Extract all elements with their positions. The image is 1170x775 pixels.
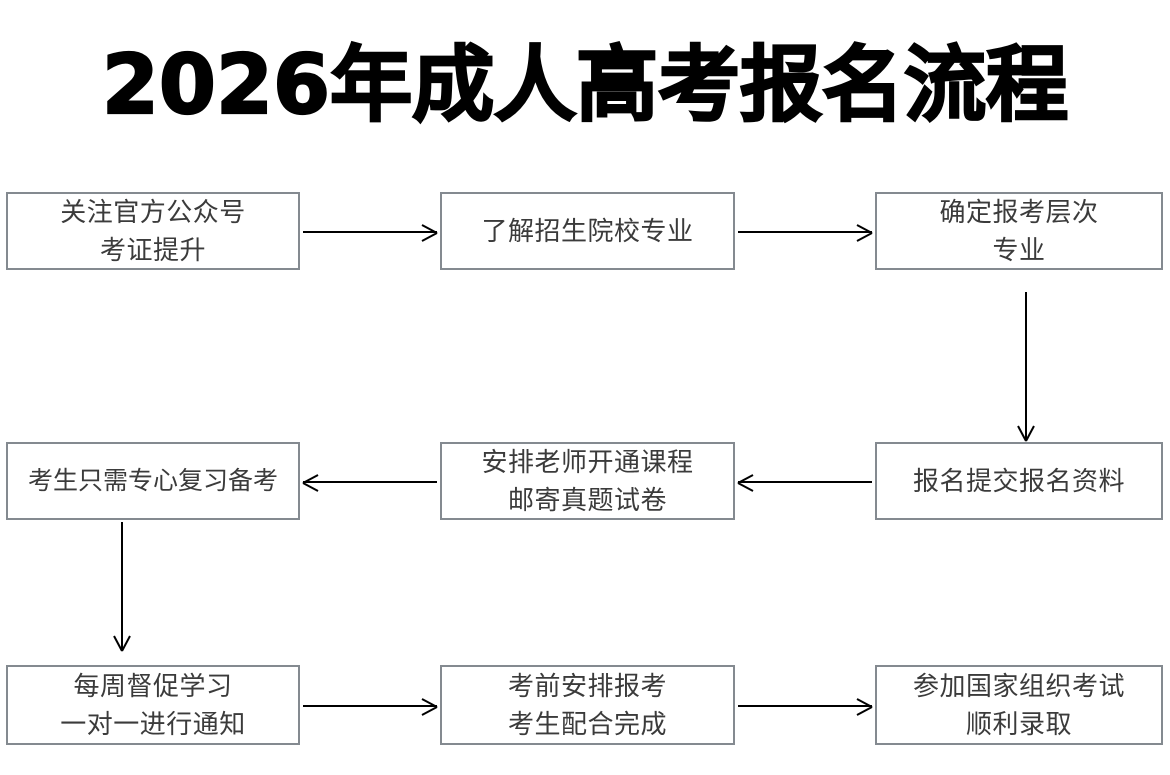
flow-node-n1-line-2: 考证提升 xyxy=(99,235,206,265)
flow-node-n9-line-2: 顺利录取 xyxy=(965,709,1072,739)
flow-node-n3-line-1: 确定报考层次 xyxy=(939,197,1099,227)
connector-shaft xyxy=(738,231,872,233)
flow-node-n7[interactable]: 每周督促学习 一对一进行通知 xyxy=(6,665,300,745)
flow-node-n3[interactable]: 确定报考层次 专业 xyxy=(875,192,1163,270)
connector-n7-to-n8 xyxy=(303,696,438,716)
flow-node-n7-line-1: 每周督促学习 xyxy=(73,671,233,701)
flow-node-n4[interactable]: 报名提交报名资料 xyxy=(875,442,1163,520)
flow-node-n1-line-1: 关注官方公众号 xyxy=(60,197,246,227)
connector-n8-to-n9 xyxy=(738,696,873,716)
connector-shaft xyxy=(303,705,437,707)
flow-node-n8-line-2: 考生配合完成 xyxy=(507,709,667,739)
flow-node-n6-line-1: 考生只需专心复习备考 xyxy=(27,467,278,495)
connector-shaft xyxy=(303,231,437,233)
flow-node-n6[interactable]: 考生只需专心复习备考 xyxy=(6,442,300,520)
flow-node-n5-line-2: 邮寄真题试卷 xyxy=(507,485,667,515)
connector-n3-to-n4 xyxy=(1016,292,1036,442)
page-title: 2026年成人高考报名流程 xyxy=(101,37,1069,134)
flow-node-n1[interactable]: 关注官方公众号 考证提升 xyxy=(6,192,300,270)
flow-node-n2-line-1: 了解招生院校专业 xyxy=(481,216,694,246)
connector-n2-to-n3 xyxy=(738,222,873,242)
connector-n4-to-n5 xyxy=(737,472,872,492)
flow-node-n3-line-2: 专业 xyxy=(992,235,1046,265)
flow-node-n2[interactable]: 了解招生院校专业 xyxy=(440,192,735,270)
connector-n5-to-n6 xyxy=(302,472,437,492)
connector-n6-to-n7 xyxy=(112,522,132,652)
connector-n1-to-n2 xyxy=(303,222,438,242)
connector-shaft xyxy=(121,522,123,650)
connector-shaft xyxy=(738,705,872,707)
flow-node-n5-line-1: 安排老师开通课程 xyxy=(481,447,694,477)
flow-node-n9[interactable]: 参加国家组织考试 顺利录取 xyxy=(875,665,1163,745)
flow-node-n9-line-1: 参加国家组织考试 xyxy=(912,671,1125,701)
connector-shaft xyxy=(303,481,437,483)
flow-node-n8-line-1: 考前安排报考 xyxy=(507,671,667,701)
flow-node-n5[interactable]: 安排老师开通课程 邮寄真题试卷 xyxy=(440,442,735,520)
flow-node-n7-line-2: 一对一进行通知 xyxy=(60,709,246,739)
connector-shaft xyxy=(738,481,872,483)
flow-node-n8[interactable]: 考前安排报考 考生配合完成 xyxy=(440,665,735,745)
flow-node-n4-line-1: 报名提交报名资料 xyxy=(912,466,1125,496)
connector-shaft xyxy=(1025,292,1027,440)
